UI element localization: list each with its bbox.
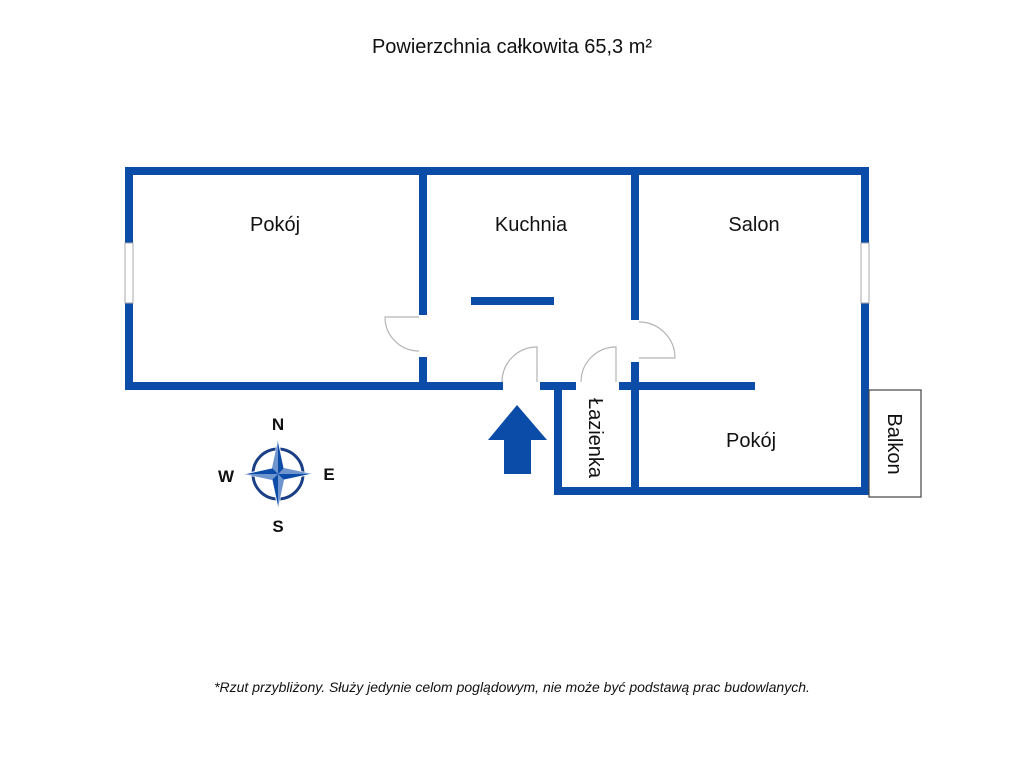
door-entrance (501, 346, 538, 383)
doors (384, 316, 676, 383)
wall-right (861, 167, 869, 495)
wall-kuchnia-salon-upper (631, 167, 639, 320)
wall-bottom-left (125, 382, 503, 390)
compass-e: E (323, 465, 334, 484)
door-lazienka (580, 346, 617, 383)
windows (124, 242, 870, 304)
wall-pokoj-kuchnia-lower (419, 357, 427, 390)
window-east (860, 242, 870, 304)
plan-title: Powierzchnia całkowita 65,3 m² (372, 36, 652, 58)
disclaimer: *Rzut przybliżony. Służy jedynie celom p… (214, 679, 810, 695)
wall-pokoj-kuchnia-upper (419, 167, 427, 315)
window-west (124, 242, 134, 304)
door-pokoj (384, 316, 420, 352)
compass-s: S (272, 517, 283, 536)
room-label-balkon: Balkon (883, 413, 905, 474)
room-label-kuchnia: Kuchnia (495, 214, 568, 236)
wall-kuchnia-salon-lower (631, 362, 639, 495)
room-label-salon: Salon (728, 214, 779, 236)
room-label-pokoj-2: Pokój (726, 430, 776, 452)
room-label-lazienka: Łazienka (584, 398, 606, 479)
kitchen-counter (471, 297, 554, 305)
compass-n: N (272, 415, 284, 434)
door-salon (638, 321, 676, 359)
balcony-outline (868, 389, 922, 498)
wall-bottom-right (619, 382, 755, 390)
room-label-pokoj: Pokój (250, 214, 300, 236)
wall-lazienka-left (554, 382, 562, 495)
compass-w: W (218, 467, 235, 486)
wall-top (125, 167, 869, 175)
wall-bottom-east (554, 487, 869, 495)
compass-rose-icon: N S E W (218, 415, 335, 536)
arrow-up-icon (488, 405, 547, 474)
